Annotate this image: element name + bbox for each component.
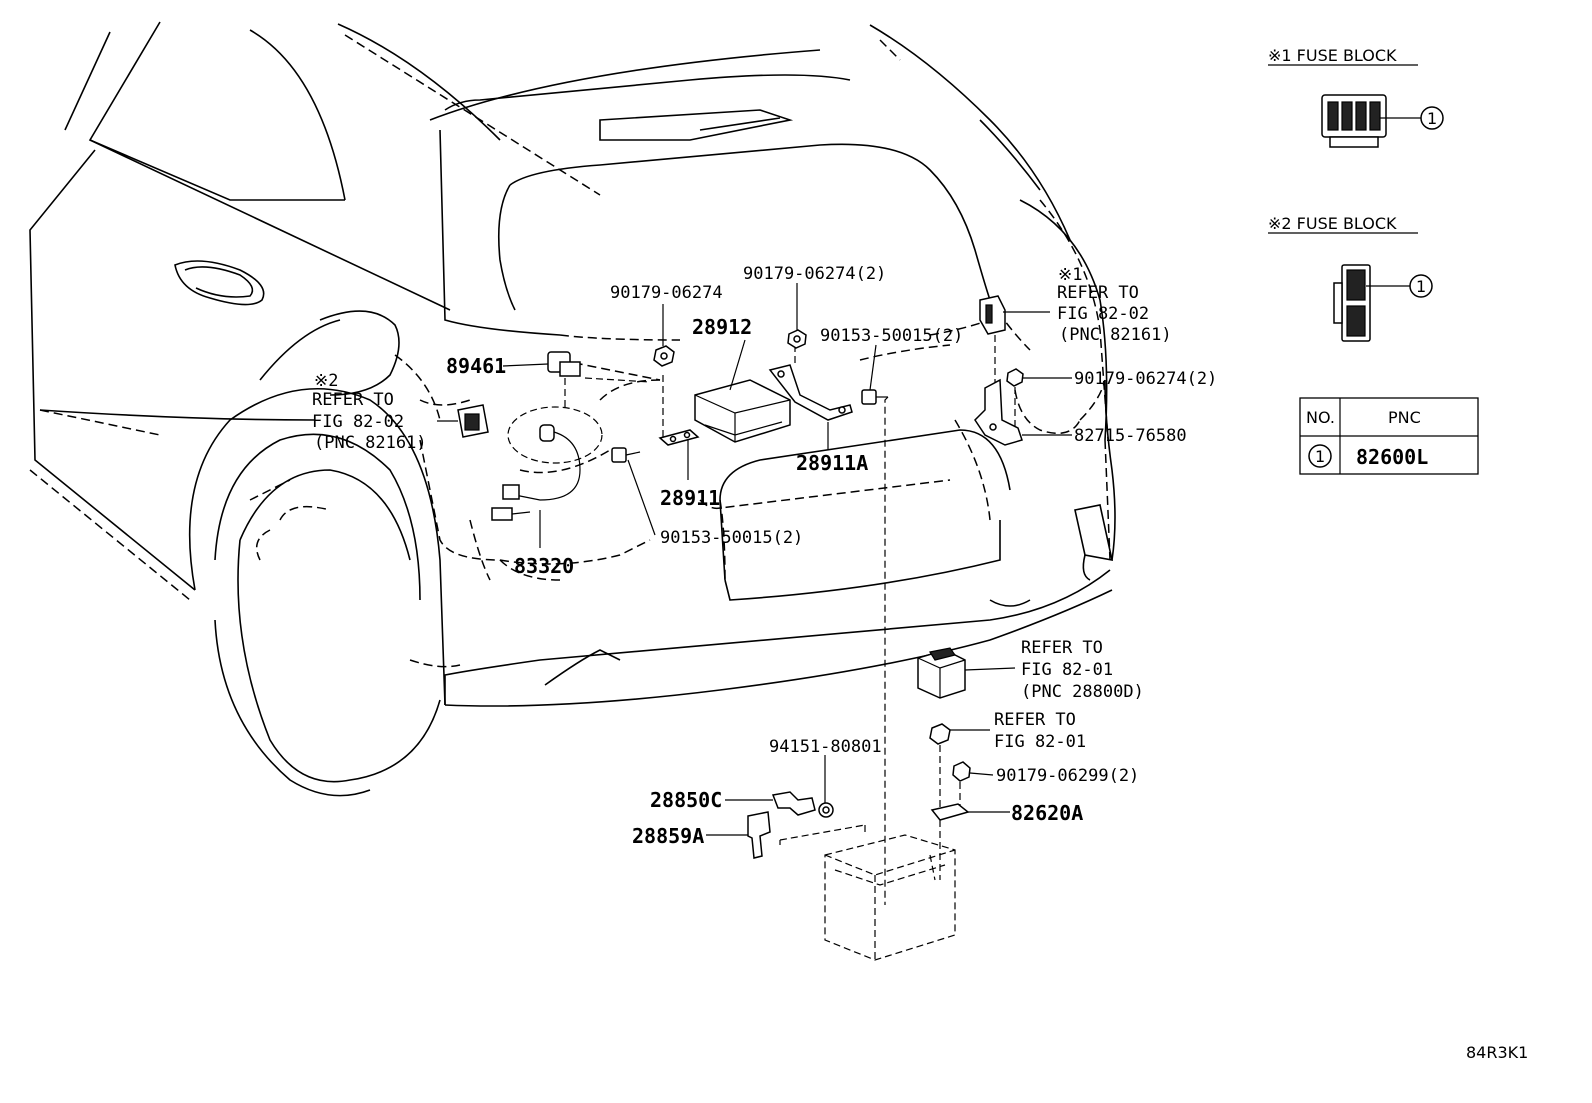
refer-note-left: ※2 REFER TO FIG 82-02 (PNC 82161) — [312, 371, 427, 453]
label-90179-06274-2-right: 90179-06274(2) — [1074, 369, 1217, 389]
wire-harness-area-icon — [491, 406, 603, 521]
svg-text:REFER TO: REFER TO — [1057, 283, 1139, 303]
clamp-28859A-icon — [747, 811, 771, 859]
pnc-table-header-pnc: PNC — [1388, 408, 1421, 427]
pnc-table-cell-pnc: 82600L — [1356, 445, 1428, 469]
nut-90179-06299-icon — [929, 723, 971, 810]
fuse-block-1-callout — [1420, 106, 1444, 130]
label-28859A: 28859A — [632, 824, 704, 848]
fuse-block-2-callout — [1409, 274, 1433, 298]
fuse-block-2-icon — [1333, 264, 1371, 342]
fuse-block-1-icon — [1321, 94, 1387, 148]
label-28911: 28911 — [660, 486, 720, 510]
svg-text:(PNC 82161): (PNC 82161) — [314, 433, 427, 453]
svg-text:FIG 82-01: FIG 82-01 — [994, 732, 1086, 752]
bracket-28911-icon — [658, 375, 700, 446]
relay-28800D-icon — [917, 647, 966, 699]
label-28911A: 28911A — [796, 451, 868, 475]
pnc-table-cell-no: 1 — [1315, 447, 1325, 466]
svg-text:FIG 82-02: FIG 82-02 — [312, 412, 404, 432]
label-82715-76580: 82715-76580 — [1074, 426, 1187, 446]
label-82620A: 82620A — [1011, 801, 1083, 825]
svg-text:REFER TO: REFER TO — [1021, 638, 1103, 658]
vehicle-body-outline — [29, 21, 1116, 797]
label-28912: 28912 — [692, 315, 752, 339]
svg-text:(PNC 82161): (PNC 82161) — [1059, 325, 1172, 345]
bracket-82715-76580-icon — [974, 378, 1023, 446]
bolt-90153-50015-lower-icon — [611, 447, 641, 463]
nut-90179-06274-right-icon — [1006, 368, 1024, 430]
label-83320: 83320 — [514, 554, 574, 578]
nut-90179-06274-left-icon — [653, 345, 675, 367]
fuse-block-1-title: ※1 FUSE BLOCK — [1268, 46, 1397, 65]
pnc-table-header-no: NO. — [1306, 408, 1335, 427]
label-94151-80801: 94151-80801 — [769, 737, 882, 757]
label-90179-06274: 90179-06274 — [610, 283, 723, 303]
control-module-28912-icon — [694, 379, 791, 443]
svg-text:(PNC 28800D): (PNC 28800D) — [1021, 682, 1144, 702]
bracket-28911A-icon — [768, 345, 853, 421]
svg-text:1: 1 — [1427, 109, 1437, 128]
relay-block-right-icon — [979, 295, 1006, 440]
svg-text:FIG 82-02: FIG 82-02 — [1057, 304, 1149, 324]
label-28850C: 28850C — [650, 788, 722, 812]
svg-text:REFER TO: REFER TO — [312, 390, 394, 410]
svg-text:REFER TO: REFER TO — [994, 710, 1076, 730]
part-number-labels: 90179-06274 90179-06274(2) 28912 90153-5… — [446, 264, 1217, 848]
refer-note-bottom-a: REFER TO FIG 82-01 (PNC 28800D) — [1021, 638, 1144, 702]
sensor-89461-icon — [547, 351, 651, 410]
part-shapes — [457, 295, 1024, 961]
svg-text:※1: ※1 — [1058, 265, 1082, 285]
figure-code: 84R3K1 — [1466, 1043, 1528, 1062]
label-90179-06299-2: 90179-06299(2) — [996, 766, 1139, 786]
label-89461: 89461 — [446, 354, 506, 378]
fuse-block-2-inset: ※2 FUSE BLOCK 1 — [1268, 214, 1433, 342]
fuse-block-2-title: ※2 FUSE BLOCK — [1268, 214, 1397, 233]
label-90179-06274-2-top: 90179-06274(2) — [743, 264, 886, 284]
pnc-table: NO. PNC 1 82600L — [1299, 397, 1479, 475]
svg-text:※2: ※2 — [314, 371, 338, 391]
refer-note-bottom-b: REFER TO FIG 82-01 — [994, 710, 1086, 752]
nut-90179-06274-center-icon — [787, 329, 807, 349]
svg-text:FIG 82-01: FIG 82-01 — [1021, 660, 1113, 680]
label-90153-50015-2-top: 90153-50015(2) — [820, 326, 963, 346]
battery-tray-icon — [779, 824, 956, 961]
label-90153-50015-2-lower: 90153-50015(2) — [660, 528, 803, 548]
bracket-82620A-icon — [930, 803, 970, 880]
relay-block-left-icon — [457, 404, 489, 438]
bolt-90153-50015-top-icon — [861, 389, 889, 905]
terminal-28850C-icon — [771, 791, 834, 818]
refer-note-right: ※1 REFER TO FIG 82-02 (PNC 82161) — [1057, 265, 1172, 345]
leader-lines — [437, 283, 1072, 836]
svg-text:1: 1 — [1416, 277, 1426, 296]
pnc-table-row-callout — [1308, 444, 1332, 468]
fuse-block-1-inset: ※1 FUSE BLOCK 1 — [1268, 46, 1444, 148]
